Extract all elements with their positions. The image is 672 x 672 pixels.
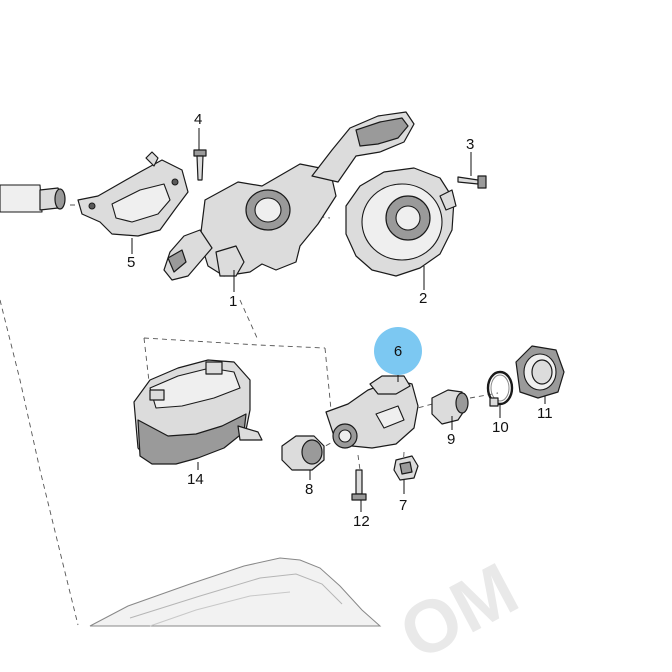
lock-housing-part-6 bbox=[325, 375, 419, 449]
part-label-9: 9 bbox=[447, 431, 455, 448]
clock-spring-part-2 bbox=[345, 167, 457, 277]
callout-number[interactable]: 6 bbox=[394, 343, 402, 360]
screw-part-10 bbox=[351, 469, 367, 501]
part-label-4: 4 bbox=[194, 111, 202, 128]
lock-cylinder-part-9 bbox=[431, 389, 469, 425]
callout-part-6[interactable]: 6 bbox=[374, 327, 422, 375]
column-shaft bbox=[0, 184, 66, 213]
combination-switch-part-1 bbox=[163, 111, 415, 281]
part-label-5: 5 bbox=[127, 254, 135, 271]
cap-part-8 bbox=[281, 435, 325, 471]
steering-lock-module-part-14 bbox=[133, 359, 263, 465]
part-label-14: 14 bbox=[187, 471, 204, 488]
part-labels: 4 3 5 1 2 9 10 11 14 8 7 12 bbox=[127, 111, 553, 530]
dash-cover bbox=[89, 557, 382, 627]
screw-part-3 bbox=[457, 175, 487, 189]
part-label-2: 2 bbox=[419, 290, 427, 307]
part-label-10: 12 bbox=[353, 513, 370, 530]
part-label-3: 3 bbox=[466, 136, 474, 153]
part-label-8: 8 bbox=[305, 481, 313, 498]
trim-ring-part-12 bbox=[515, 345, 565, 399]
part-label-1: 1 bbox=[229, 293, 237, 310]
ring-part-11 bbox=[486, 370, 514, 407]
watermark-text: OM bbox=[386, 547, 530, 672]
callout-circle[interactable] bbox=[374, 327, 422, 375]
clip-part-7 bbox=[393, 455, 419, 481]
bracket-part-5 bbox=[77, 151, 189, 237]
part-label-12: 11 bbox=[537, 405, 553, 422]
part-label-7: 7 bbox=[399, 497, 407, 514]
part-label-11: 10 bbox=[492, 419, 509, 436]
screw-part-4 bbox=[193, 149, 207, 181]
